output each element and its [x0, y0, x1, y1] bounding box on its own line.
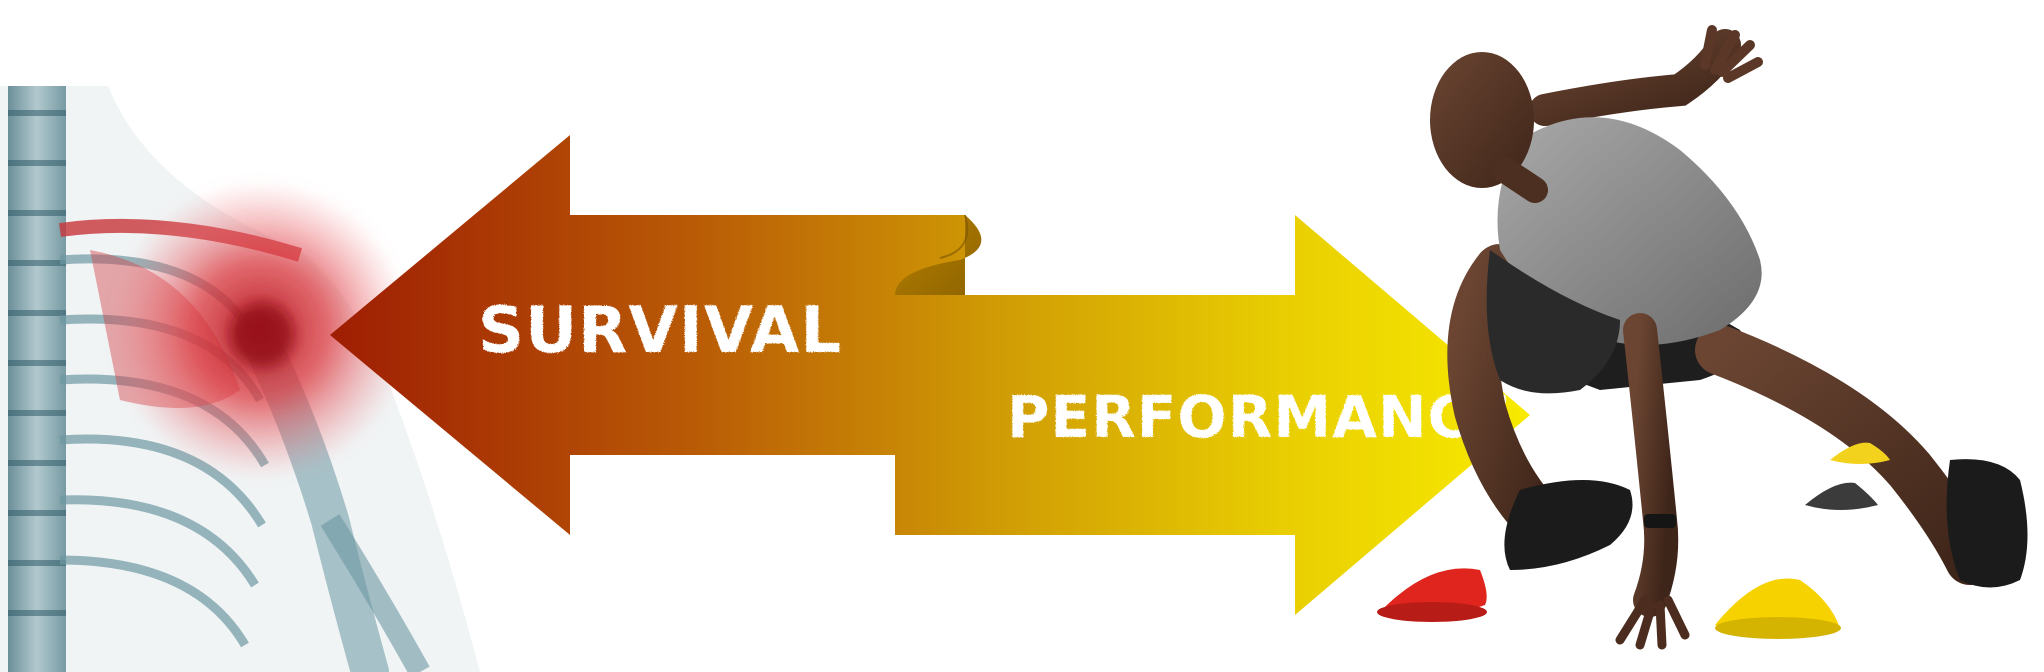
small-yellow-cone — [1830, 442, 1890, 464]
spine-graphic — [8, 86, 66, 672]
gray-cone — [1805, 482, 1878, 510]
performance-label: PERFORMANCE — [1007, 383, 1512, 451]
survival-label: SURVIVAL — [478, 294, 842, 368]
training-cones — [1377, 442, 1890, 639]
right-shoe — [1946, 459, 2028, 588]
shoulder-xray-illustration — [0, 86, 480, 672]
athlete-head — [1430, 52, 1534, 188]
double-arrow-banner: SURVIVAL PERFORMANCE — [330, 135, 1530, 615]
survival-arrow — [330, 135, 965, 535]
ribbon-fold — [895, 215, 982, 295]
athlete-crouching-photo — [1430, 25, 2028, 650]
left-shoe — [1504, 480, 1633, 570]
performance-arrow — [895, 215, 1530, 615]
